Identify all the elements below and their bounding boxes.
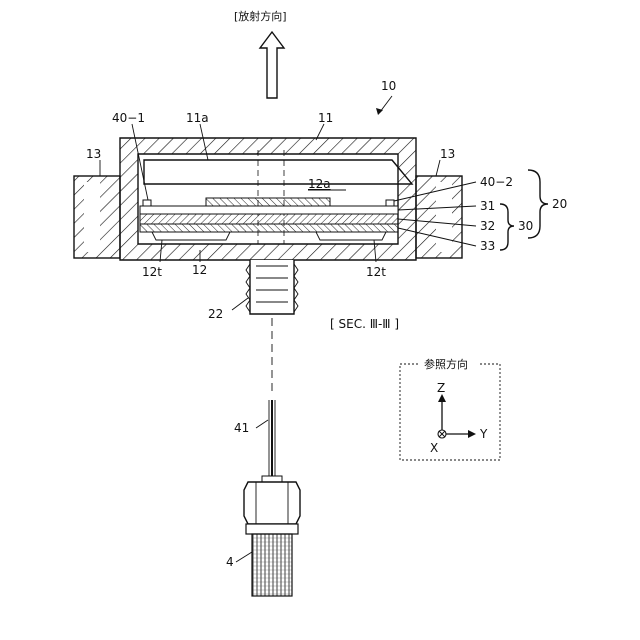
layer-31: [140, 206, 398, 214]
brace-30: [500, 204, 514, 250]
axis-z-label: Z: [437, 381, 445, 395]
label-40-1: 40−1: [112, 111, 145, 125]
axis-z-arrow: [438, 394, 446, 434]
axis-x-symbol: [438, 430, 446, 438]
label-12: 12: [192, 263, 207, 277]
plate-12a: [206, 198, 330, 206]
leader-10: [376, 96, 392, 115]
label-33: 33: [480, 239, 495, 253]
label-12a: 12a: [308, 177, 331, 191]
label-41: 41: [234, 421, 249, 435]
label-11a: 11a: [186, 111, 209, 125]
cavity-11a: [144, 160, 412, 184]
reference-direction-box: [400, 358, 500, 460]
axis-y-arrow: [442, 430, 476, 438]
label-4: 4: [226, 555, 234, 569]
label-32: 32: [480, 219, 495, 233]
label-20: 20: [552, 197, 567, 211]
label-12t-left: 12t: [142, 265, 162, 279]
axis-x-label: X: [430, 441, 438, 455]
layer-33: [140, 224, 398, 232]
cable-connector: [244, 476, 300, 534]
layer-32: [140, 214, 398, 224]
foot-12t-right: [316, 232, 386, 240]
label-10: 10: [381, 79, 396, 93]
connector-22: [246, 260, 298, 314]
label-31: 31: [480, 199, 495, 213]
axis-y-label: Y: [479, 427, 488, 441]
foot-12t-left: [152, 232, 230, 240]
radiation-direction-label: [放射方向]: [234, 9, 287, 23]
label-13-right: 13: [440, 147, 455, 161]
pad-40-1: [143, 200, 151, 206]
label-13-left: 13: [86, 147, 101, 161]
radiation-direction-arrow: [260, 32, 284, 98]
label-22: 22: [208, 307, 223, 321]
label-11: 11: [318, 111, 333, 125]
pad-40-2: [386, 200, 394, 206]
label-12t-right: 12t: [366, 265, 386, 279]
reference-direction-title: 参照方向: [424, 357, 468, 371]
section-label: [ SEC. Ⅲ-Ⅲ ]: [330, 317, 399, 331]
cable-4: [252, 534, 292, 596]
label-30: 30: [518, 219, 533, 233]
label-40-2: 40−2: [480, 175, 513, 189]
